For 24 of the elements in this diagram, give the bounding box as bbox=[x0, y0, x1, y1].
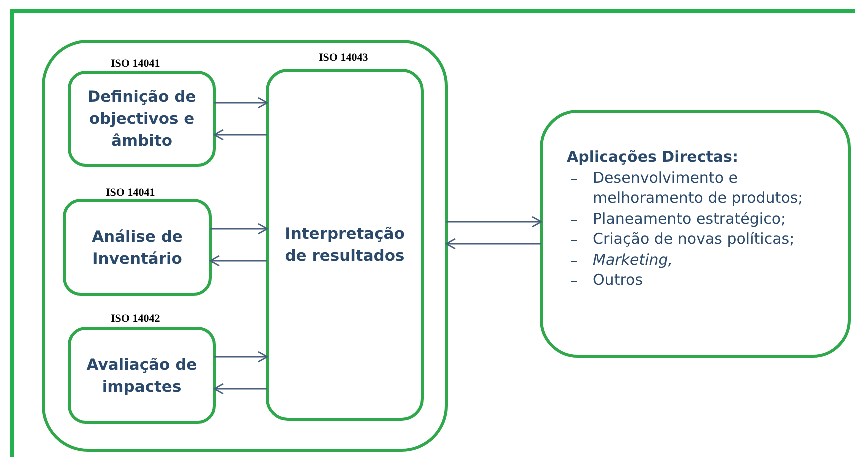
arrow bbox=[214, 129, 268, 141]
arrow bbox=[446, 238, 542, 250]
standard-label: ISO 14043 bbox=[319, 52, 368, 64]
list-item: Criação de novas políticas; bbox=[593, 230, 795, 248]
arrow bbox=[210, 223, 268, 235]
standard-label: ISO 14042 bbox=[111, 313, 160, 325]
node-label: Interpretação de resultados bbox=[284, 224, 406, 267]
list-item: Marketing, bbox=[593, 250, 674, 268]
arrow bbox=[446, 216, 542, 228]
list-heading: Aplicações Directas: bbox=[567, 147, 740, 168]
arrow bbox=[214, 383, 268, 395]
arrow bbox=[214, 351, 268, 363]
standard-label: ISO 14041 bbox=[111, 58, 160, 70]
standard-label: ISO 14041 bbox=[106, 187, 156, 199]
group-box bbox=[42, 40, 448, 452]
list-item: Desenvolvimento e melhoramento de produtos; bbox=[593, 168, 804, 207]
node-label: Avaliação de impactes bbox=[86, 354, 198, 398]
node-label: Análise de Inventário bbox=[91, 226, 184, 270]
list-item: Outros bbox=[593, 271, 644, 289]
applications-box bbox=[540, 110, 851, 358]
list-item: Planeamento estratégico; bbox=[593, 210, 786, 228]
node-label: Definição de objectivos e âmbito bbox=[86, 87, 198, 152]
arrow bbox=[210, 255, 268, 267]
arrow bbox=[214, 97, 268, 109]
